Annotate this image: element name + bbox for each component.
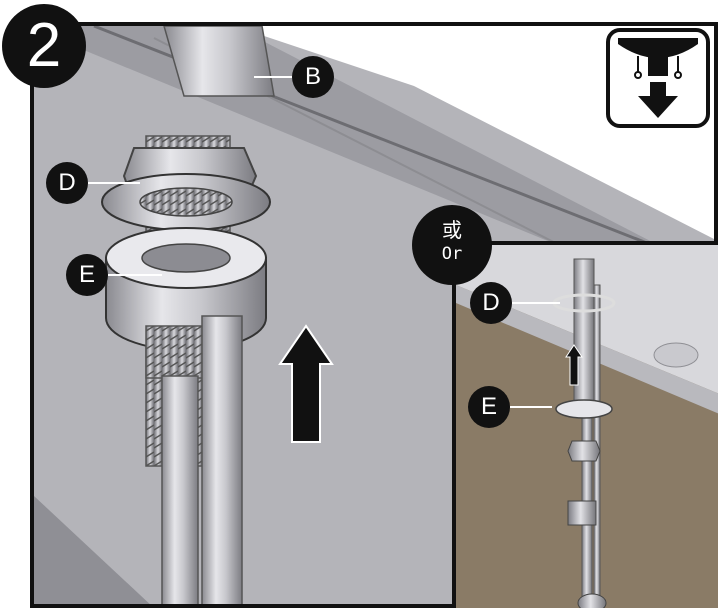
alternative-inset-illustration: [452, 241, 718, 608]
faucet-underside-drawing: [34, 26, 714, 604]
up-arrow-icon: [278, 324, 334, 443]
callout-d-inset: D: [470, 282, 512, 324]
under-sink-install-icon: [606, 28, 710, 128]
alternative-label-chinese: 或: [442, 218, 462, 242]
main-illustration: [30, 22, 718, 608]
callout-e: E: [66, 254, 108, 296]
step-number-badge: 2: [2, 4, 86, 88]
alternative-installation-drawing: [456, 245, 718, 608]
callout-e-inset: E: [468, 386, 510, 428]
callout-d: D: [46, 162, 88, 204]
alternative-badge: 或 Or: [412, 205, 492, 285]
alternative-label-english: Or: [441, 244, 463, 264]
callout-b: B: [292, 56, 334, 98]
